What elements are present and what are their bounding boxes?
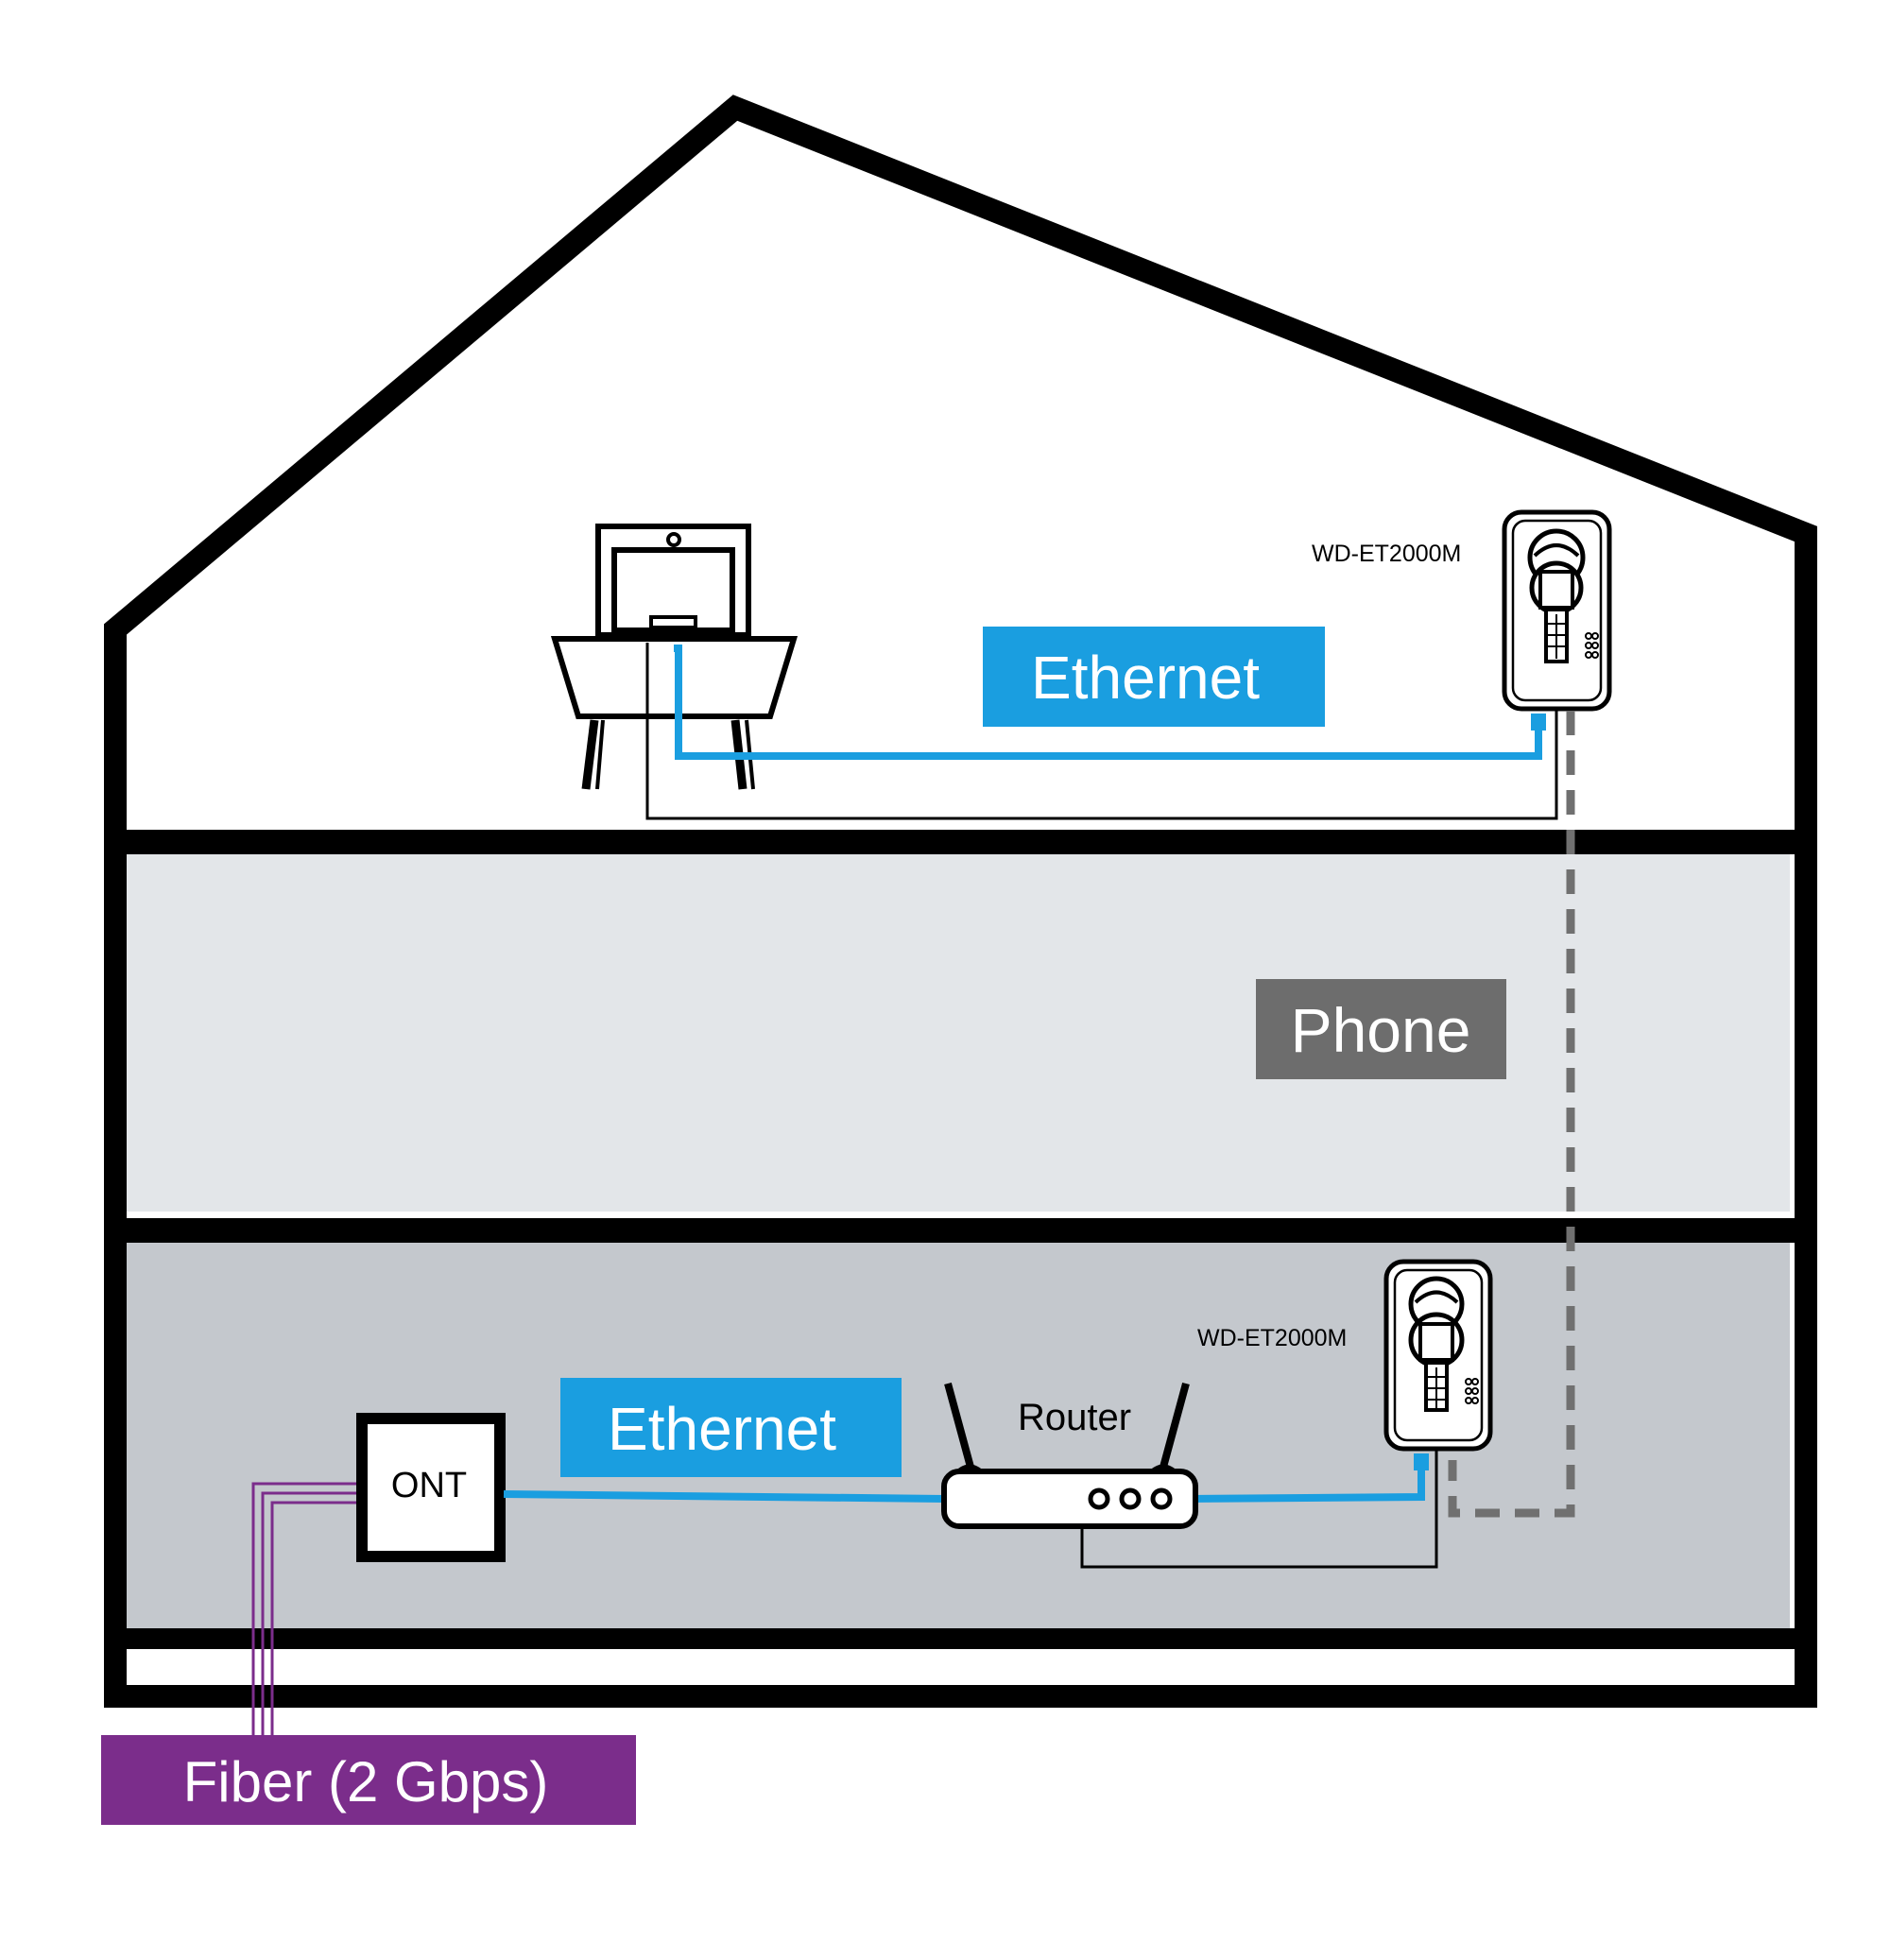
- phone-label: Phone: [1291, 995, 1471, 1065]
- ethernet-plug-bottom: [1414, 1453, 1429, 1470]
- adapter-label-top: WD-ET2000M: [1312, 541, 1461, 567]
- ont-box-icon: [356, 1413, 506, 1562]
- ethernet-plug-top: [1531, 714, 1546, 731]
- fiber-label-bg: [101, 1735, 636, 1825]
- ethernet-label-top: Ethernet: [1031, 644, 1260, 712]
- ethernet-label-bottom-bg: [560, 1378, 902, 1477]
- ont-label: ONT: [391, 1466, 467, 1505]
- router-icon: [941, 1382, 1198, 1529]
- router-label: Router: [1018, 1397, 1131, 1438]
- phone-line: [1448, 711, 1575, 1518]
- powerline-adapter-icon: [1383, 1259, 1493, 1452]
- ethernet-label-bottom: Ethernet: [608, 1395, 836, 1463]
- adapter-label-bottom: WD-ET2000M: [1197, 1325, 1347, 1351]
- fiber-cable: [251, 1482, 357, 1735]
- house-outline: [104, 95, 1817, 1708]
- powerline-adapter-icon: [1502, 509, 1612, 712]
- phone-label-bg: [1256, 979, 1506, 1079]
- desk-icon: [550, 636, 799, 790]
- power-cable-bottom: [1080, 1401, 1438, 1569]
- ethernet-label-top-bg: [983, 627, 1325, 727]
- fiber-label: Fiber (2 Gbps): [183, 1750, 549, 1814]
- laptop-icon: [595, 524, 751, 638]
- ethernet-cable-ont-router: [503, 1490, 946, 1503]
- middle-floor: [127, 852, 1790, 1212]
- ethernet-cable-router-adapter: [1192, 1460, 1425, 1503]
- ethernet-cable-top: [674, 645, 1542, 760]
- power-cable-top: [645, 643, 1558, 820]
